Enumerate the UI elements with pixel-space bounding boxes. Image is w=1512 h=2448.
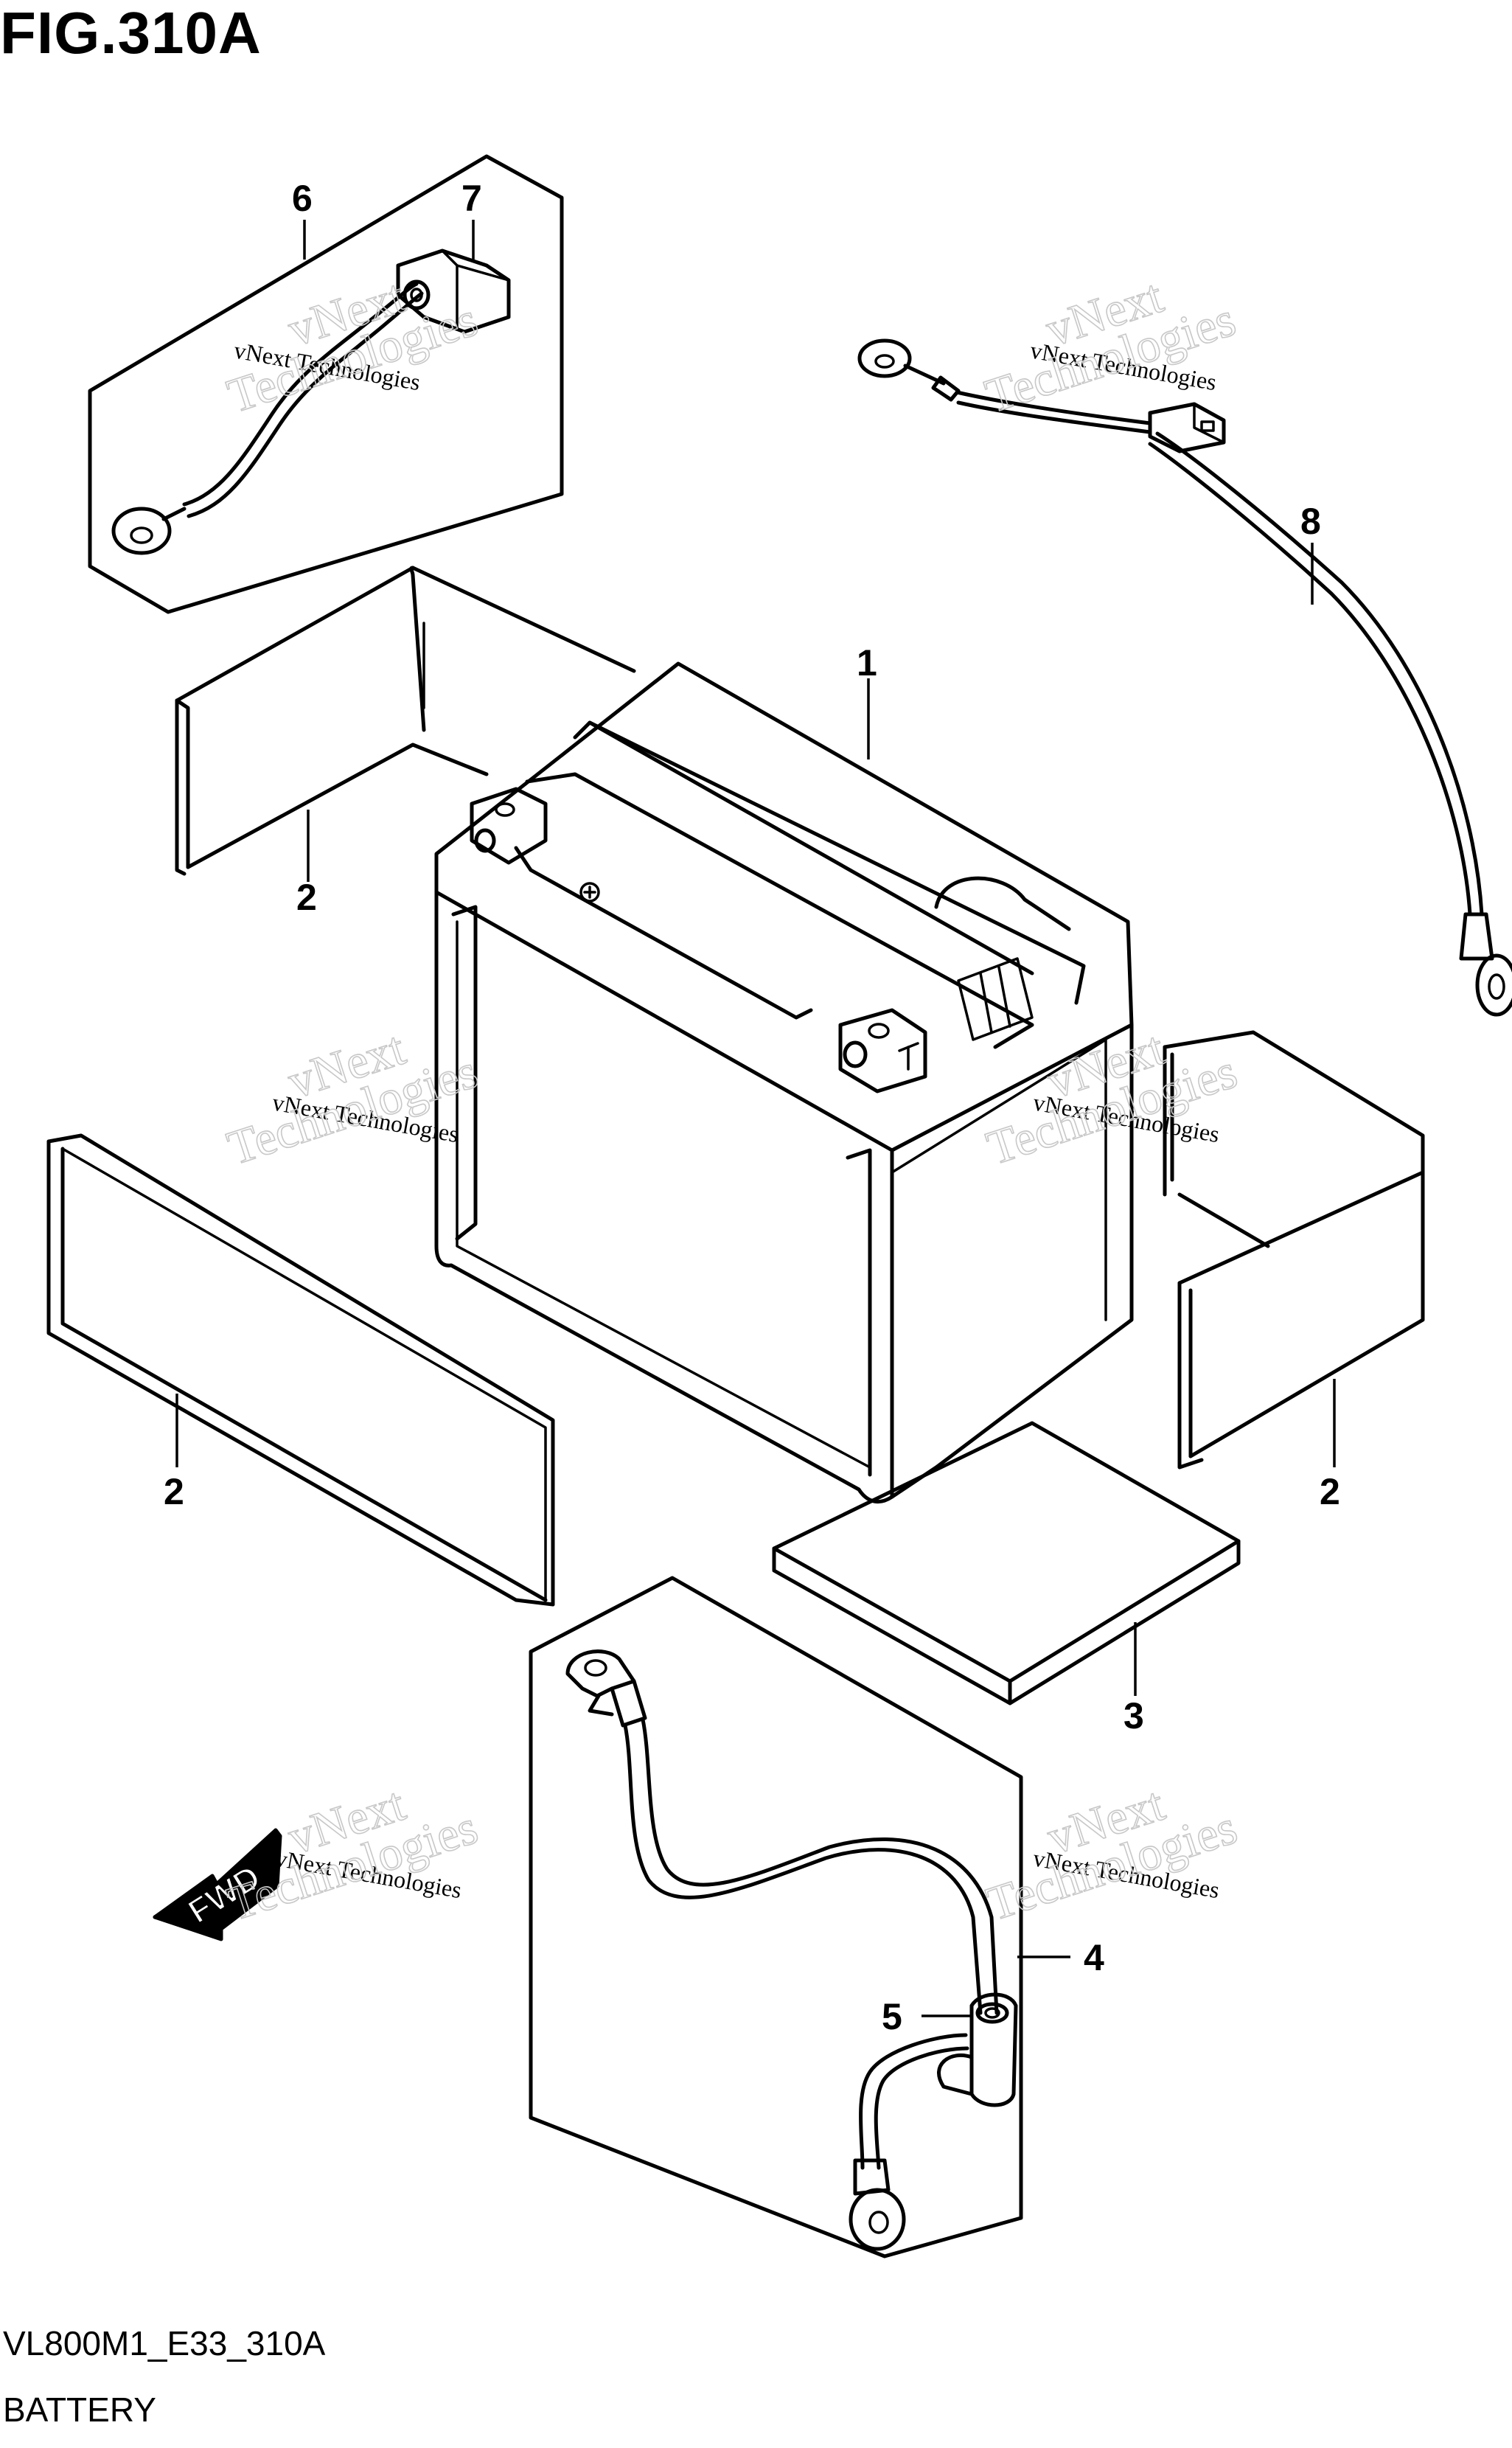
part-2-right-pad [1163,1030,1425,1470]
part-2-top-pad [175,566,636,882]
part-1-battery [434,661,1134,1504]
callout-2-top: 2 [296,877,317,918]
part-3-plate [772,1421,1241,1705]
part-6-box [88,154,564,614]
watermark-mid-right: vNext Technologies vNext Technologies [980,1020,1244,1176]
part-4-cable [623,1723,983,2015]
part-4-5-group [529,1576,1070,2259]
callout-2-dup: 2 [0,0,1,1]
part-5-boot [969,1992,1018,2107]
part-4-box [529,1576,1023,2259]
callout-7: 7 [461,178,482,219]
part-8-ring-terminal [857,338,912,378]
watermark-top-right: vNext Technologies vNext Technologies [978,268,1242,424]
callout-8: 8 [1300,501,1321,542]
part-8-lead-wire [955,390,1152,425]
figure-code: VL800M1_E33_310A [3,2324,326,2362]
callout-2-left: 2 [164,1471,184,1512]
callout-3: 3 [1123,1695,1144,1736]
battery-body-left-face [434,890,894,1504]
watermark-top-left: vNext Technologies vNext Technologies [220,268,484,424]
figure-name: BATTERY [3,2390,156,2429]
callout-1: 1 [857,642,877,684]
part-6-cable [182,282,419,507]
callout-4: 4 [1084,1937,1104,1978]
part-8-group [857,338,1512,1017]
callout-5: 5 [882,1996,902,2037]
part-6-ring-terminal [111,507,172,555]
callout-2-right: 2 [1320,1471,1340,1512]
figure-title: FIG.310A [0,0,262,66]
part-6-7-group [88,154,564,614]
watermark-mid-left: vNext Technologies vNext Technologies [220,1020,484,1176]
callout-extra-layer: 2 [0,0,1,1]
callout-6: 6 [292,178,313,219]
part-2-left-pad [46,1133,555,1607]
